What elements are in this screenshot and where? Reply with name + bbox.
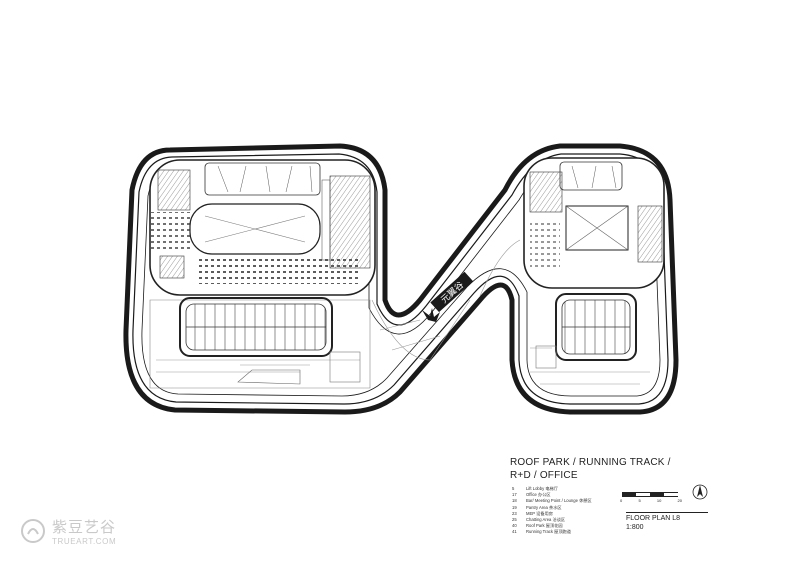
bridge-landscape xyxy=(371,239,521,361)
north-arrow-icon xyxy=(692,484,708,500)
watermark-cn: 紫豆艺谷 xyxy=(52,518,117,536)
left-building-footprint xyxy=(149,159,376,296)
right-roof-park xyxy=(530,293,650,385)
plan-label: FLOOR PLAN L8 1:800 xyxy=(626,512,708,532)
right-building-footprint xyxy=(523,157,665,289)
watermark-en: TRUEART.COM xyxy=(52,537,117,546)
drawing-title: ROOF PARK / RUNNING TRACK / R+D / OFFICE xyxy=(510,456,680,482)
watermark: 紫豆艺谷 TRUEART.COM xyxy=(20,516,116,546)
scale-bar xyxy=(622,492,678,497)
running-track xyxy=(123,143,679,415)
scale-block: 0 5 10 20 xyxy=(620,484,710,524)
leaf-logo-icon xyxy=(422,308,440,322)
watermark-logo-icon xyxy=(21,519,45,543)
title-line-2: R+D / OFFICE xyxy=(510,470,578,481)
title-line-1: ROOF PARK / RUNNING TRACK / xyxy=(510,457,671,468)
left-roof-park xyxy=(149,297,371,389)
plan-scale: 1:800 xyxy=(626,524,644,531)
scale-ticks: 0 5 10 20 xyxy=(620,498,682,503)
plan-name: FLOOR PLAN L8 xyxy=(626,515,681,522)
